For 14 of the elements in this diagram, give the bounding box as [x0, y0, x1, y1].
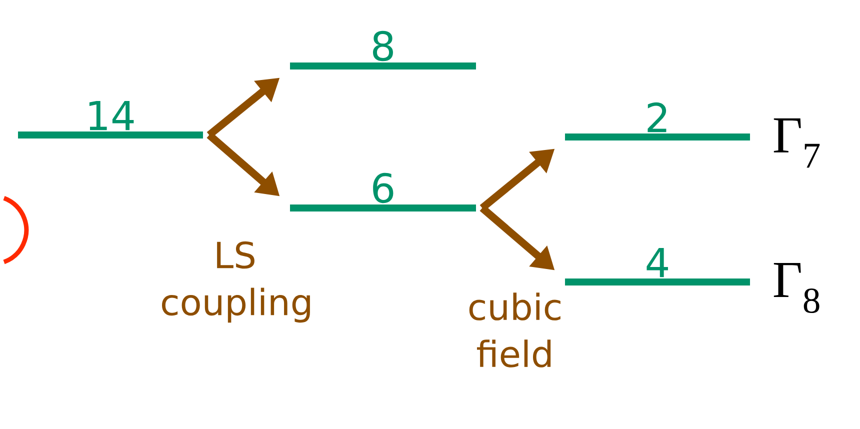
energy-level: 4 [565, 248, 750, 286]
node-label: 6 [373, 172, 394, 204]
term-symbol: Γ$_{8}$ [774, 262, 820, 314]
node-label: 2 [648, 102, 666, 132]
process-label: cubic field [469, 292, 560, 368]
node-label: 8 [372, 30, 393, 62]
energy-level: 2 [565, 102, 750, 140]
energy-level: 6 [290, 172, 476, 212]
energy-level: 14 [18, 100, 203, 138]
node-label: 14 [89, 100, 134, 130]
energy-level: 8 [290, 30, 476, 70]
process-label: LS coupling [162, 241, 310, 323]
node-label: 4 [646, 248, 668, 278]
term-symbol: Γ$_{7}$ [774, 118, 820, 168]
